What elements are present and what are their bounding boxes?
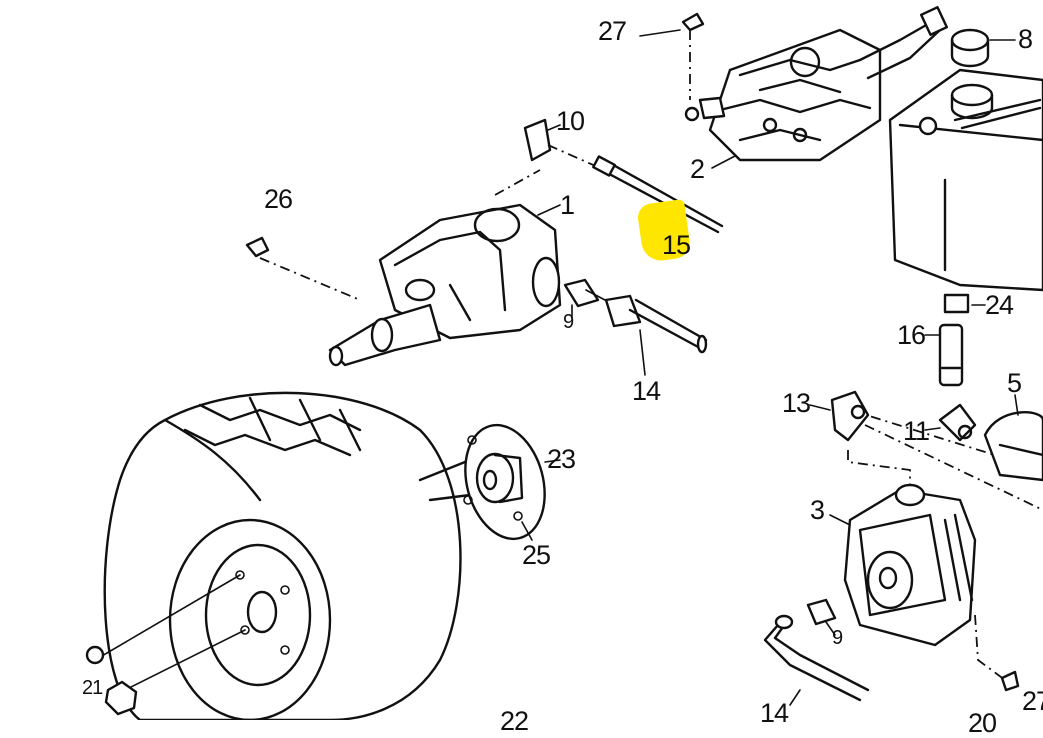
callout-2: 2 xyxy=(690,154,705,184)
callout-8: 8 xyxy=(1018,24,1033,54)
callout-24: 24 xyxy=(985,290,1014,320)
callout-9: 9 xyxy=(563,311,574,333)
callout-11: 11 xyxy=(903,416,930,446)
lower-pump-drawing xyxy=(829,409,1043,692)
lug-nuts-drawing xyxy=(85,645,138,716)
callout-13: 13 xyxy=(782,388,811,418)
callout-5: 5 xyxy=(1007,368,1022,398)
callout-16: 16 xyxy=(897,320,926,350)
lower-hose-drawing xyxy=(763,598,870,706)
main-pump-drawing xyxy=(245,118,562,367)
callout-14-lower: 14 xyxy=(760,698,789,728)
callout-21: 21 xyxy=(82,677,103,699)
callout-10: 10 xyxy=(556,106,585,136)
hose-15-drawing xyxy=(547,144,724,234)
callout-1: 1 xyxy=(560,190,575,220)
callout-20: 20 xyxy=(968,708,997,738)
wheel-drawing xyxy=(94,391,472,720)
callout-23: 23 xyxy=(547,444,576,474)
callout-3: 3 xyxy=(810,495,825,525)
exploded-parts-diagram xyxy=(85,6,1043,720)
hub-drawing xyxy=(463,423,561,541)
callout-27: 27 xyxy=(598,16,627,46)
callout-15: 15 xyxy=(662,230,691,260)
fluid-tank-drawing xyxy=(888,28,1043,314)
callout-14: 14 xyxy=(632,376,661,406)
callout-22: 22 xyxy=(500,706,529,736)
callout-25: 25 xyxy=(522,540,551,570)
callout-27-lower: 27 xyxy=(1022,686,1043,716)
hose-14-drawing xyxy=(563,278,708,376)
upper-pump-drawing xyxy=(639,6,949,169)
callout-9-lower: 9 xyxy=(832,627,843,649)
callout-26: 26 xyxy=(264,184,293,214)
fittings-drawing xyxy=(809,323,1043,482)
